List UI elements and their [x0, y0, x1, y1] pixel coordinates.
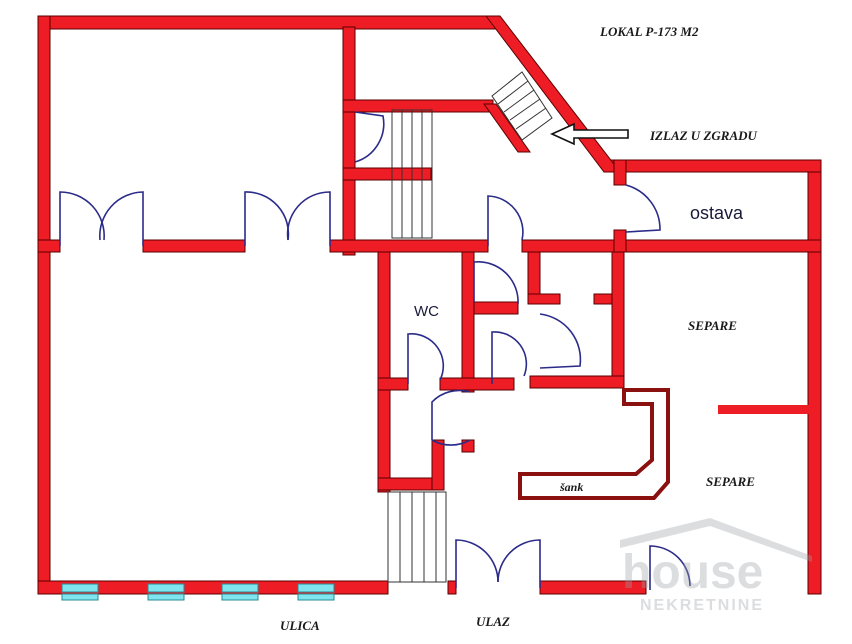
room-label-separe-bottom: SEPARE	[706, 474, 755, 489]
door-arc	[539, 313, 582, 369]
door-arc	[649, 545, 691, 590]
window	[297, 583, 335, 593]
wall-ostava-2	[613, 229, 627, 253]
door-arc	[244, 191, 290, 246]
wall-top-right	[603, 159, 822, 173]
wall-ostava-1	[613, 159, 627, 186]
exit-arrow-icon	[550, 122, 629, 146]
wall-stair-left	[342, 26, 356, 256]
wall-h-2	[142, 239, 246, 253]
wall-wc-floor	[377, 477, 439, 491]
door-arc	[431, 389, 471, 440]
room-label-ostava: ostava	[690, 203, 744, 223]
wall-wc-inner	[431, 439, 445, 491]
door-arc	[407, 333, 445, 384]
stair-main	[391, 109, 433, 239]
stair-upper	[491, 71, 553, 141]
wall-h-4	[521, 239, 822, 253]
wall-right	[807, 159, 822, 595]
window	[147, 583, 185, 593]
walls	[37, 15, 822, 595]
bar-label: šank	[559, 480, 583, 494]
wall-h-1	[37, 239, 61, 253]
wall-wc-bottom-2	[439, 377, 515, 391]
window	[221, 583, 259, 593]
window	[147, 593, 185, 601]
entrance-label: ULAZ	[476, 614, 510, 629]
door-arc	[473, 261, 519, 305]
windows	[61, 583, 335, 601]
stairs	[387, 71, 553, 583]
wall-left	[37, 15, 51, 595]
wall-bottom-mid	[447, 580, 457, 595]
watermark-logo: house NEKRETNINE	[620, 518, 812, 614]
wall-room-3	[527, 293, 561, 305]
wall-room-6	[529, 375, 625, 389]
door-arc	[491, 331, 528, 384]
wall-wc-right	[461, 251, 475, 393]
door-arc	[455, 539, 499, 588]
watermark-brand: house	[622, 546, 763, 599]
window	[221, 593, 259, 601]
room-label-wc: WC	[414, 303, 439, 320]
door-arc	[354, 111, 385, 163]
door-arc	[431, 439, 471, 446]
window	[61, 593, 99, 601]
stair-entrance	[387, 491, 447, 583]
wall-wc-bottom-1	[377, 377, 409, 391]
door-arc	[625, 184, 661, 233]
wall-top	[37, 15, 499, 30]
exit-label: IZLAZ U ZGRADU	[649, 128, 758, 143]
wall-separe-divider	[718, 405, 810, 414]
door-arc	[487, 195, 524, 246]
bar-counter	[518, 388, 670, 500]
door-arc	[99, 191, 144, 246]
wall-stair-diagonal	[483, 103, 531, 153]
wall-h-3	[329, 239, 489, 253]
wall-diagonal-outer	[484, 15, 622, 173]
window	[61, 583, 99, 593]
watermark-sub: NEKRETNINE	[640, 597, 764, 614]
doors	[59, 111, 691, 590]
room-label-separe-top: SEPARE	[688, 318, 737, 333]
window	[297, 593, 335, 601]
wall-stair-mid	[342, 167, 432, 181]
street-label: ULICA	[280, 618, 320, 633]
door-arc	[286, 191, 331, 246]
wall-room-5	[611, 251, 625, 389]
wall-wc-left	[377, 251, 391, 493]
door-arc	[497, 539, 541, 588]
plan-title: LOKAL P-173 M2	[599, 24, 699, 39]
wall-room-1	[473, 301, 519, 315]
door-arc	[59, 191, 105, 246]
